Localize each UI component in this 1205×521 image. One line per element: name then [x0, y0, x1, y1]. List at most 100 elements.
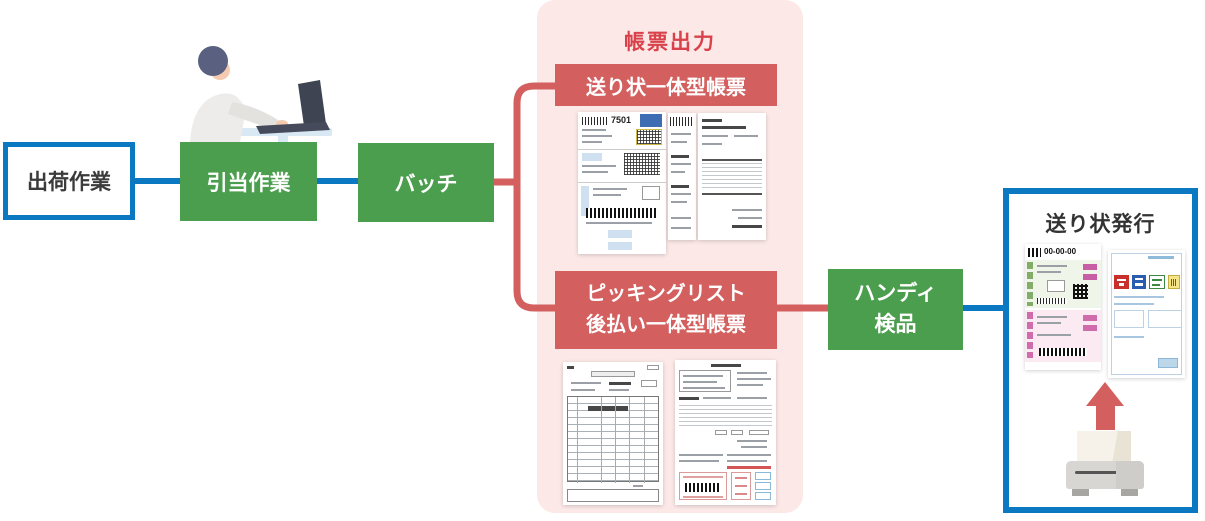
pink-side-tabs [1027, 312, 1033, 358]
green-white-box [1047, 280, 1065, 292]
invoice-issue-title: 送り状発行 [1045, 213, 1156, 236]
dp-address-line [683, 381, 717, 383]
waybill-address-cell [582, 153, 602, 161]
flow-node-batch: バッチ [358, 143, 494, 222]
dp-amount-box [749, 430, 769, 435]
pl-head-line [571, 382, 601, 384]
green-chip [1083, 274, 1097, 280]
pl-col-line [629, 397, 630, 483]
dp-payment-slip [679, 472, 727, 500]
invoice-total-line [738, 217, 762, 219]
printer-body [1066, 461, 1144, 489]
strip-line [671, 201, 687, 203]
stamp-green-mark [1152, 284, 1160, 286]
waybill-bottom-cell [608, 230, 632, 238]
invoice-table-rows [702, 163, 762, 191]
flow-node-allocation-work: 引当作業 [180, 142, 317, 221]
invoice-form-preview-strip [668, 113, 696, 240]
node-picking-list-label-line2: 後払い一体型帳票 [586, 314, 746, 336]
stamp-red [1114, 275, 1129, 289]
pl-col-line [601, 397, 602, 483]
strip-barcode [670, 117, 694, 126]
picking-list-preview [563, 362, 663, 505]
label-header-barcode [1028, 248, 1041, 257]
dp-row-bar [679, 397, 699, 400]
person-arm [228, 102, 284, 131]
waybill-textline [582, 165, 616, 167]
waybill-textline [593, 194, 621, 196]
green-qr-code [1073, 284, 1088, 299]
strip-line [671, 163, 691, 165]
dp-address-line [683, 387, 725, 389]
node-handy-inspection-line2: 検品 [874, 312, 917, 336]
waybill-divider [578, 182, 666, 183]
person-body [190, 93, 246, 142]
pl-head-box [641, 380, 657, 387]
invoice-header-bar2 [702, 126, 746, 129]
strip-line [671, 193, 691, 195]
dp-right-line [737, 378, 771, 380]
laptop-base [256, 122, 330, 134]
green-chip [1083, 264, 1097, 270]
stamp-blue-mark [1135, 283, 1143, 286]
stamps-header-bar [1148, 256, 1174, 259]
node-picking-list-label-line1: ピッキングリスト [586, 283, 746, 305]
dp-stub-mark [735, 477, 747, 479]
strip-block [671, 155, 689, 158]
dp-right-line [737, 372, 767, 374]
dp-stub-mark [735, 485, 747, 487]
invoice-form-preview-waybill: 7501 [578, 112, 666, 254]
desk-leg [278, 135, 288, 142]
invoice-table-bottom [702, 193, 762, 195]
printer-paper [1077, 431, 1131, 465]
dp-ruled-area [679, 405, 772, 427]
pink-chip [1083, 325, 1097, 331]
pink-barcode [1039, 348, 1087, 356]
up-arrow-shaft [1096, 405, 1115, 430]
invoice-table-top [702, 159, 762, 161]
dp-title-bar [711, 364, 741, 367]
printer-foot-right [1121, 488, 1138, 496]
dp-slip-redline [683, 496, 723, 498]
pl-corner-mark [567, 366, 574, 369]
dp-row-line [703, 397, 731, 399]
dp-slip-redline [683, 476, 723, 478]
dp-address-box [679, 370, 731, 392]
waybill-textline [582, 135, 612, 137]
stamps-row-line [1114, 336, 1144, 338]
green-side-tabs [1027, 262, 1033, 306]
strip-line [671, 171, 685, 173]
pl-table [567, 396, 659, 483]
waybill-side-tabs [581, 186, 589, 216]
stamp-green [1149, 275, 1165, 289]
pink-line [1037, 334, 1071, 336]
stamp-blue [1132, 275, 1146, 289]
label-pink-section [1025, 310, 1101, 362]
strip-line [671, 133, 691, 135]
pl-head-bar [609, 382, 631, 385]
invoice-line [734, 135, 758, 137]
flow-node-shipping-work: 出荷作業 [3, 142, 135, 220]
laptop-screen [298, 80, 326, 126]
pink-line [1037, 316, 1067, 318]
dp-stub-column [731, 472, 751, 500]
node-invoice-integrated-form-label: 送り状一体型帳票 [586, 76, 746, 99]
dp-blue-column [755, 482, 771, 490]
waybill-barcode [582, 117, 608, 125]
waybill-textline [586, 222, 652, 224]
dp-note-line [727, 460, 767, 462]
waybill-textline [593, 188, 627, 190]
pl-head-line2 [571, 389, 595, 391]
strip-block [671, 185, 689, 188]
waybill-textline [582, 129, 606, 131]
printer-front-shade [1116, 461, 1144, 489]
stamp-red-mark [1119, 283, 1124, 286]
invoice-total-bar [732, 225, 762, 228]
stamps-bottom-box [1158, 358, 1178, 368]
dp-note-line [679, 454, 723, 456]
pl-head-line3 [609, 389, 629, 391]
stamp-green-mark [1152, 279, 1162, 281]
label-tracking-number: 00-00-00 [1044, 247, 1077, 256]
green-line [1037, 265, 1067, 267]
